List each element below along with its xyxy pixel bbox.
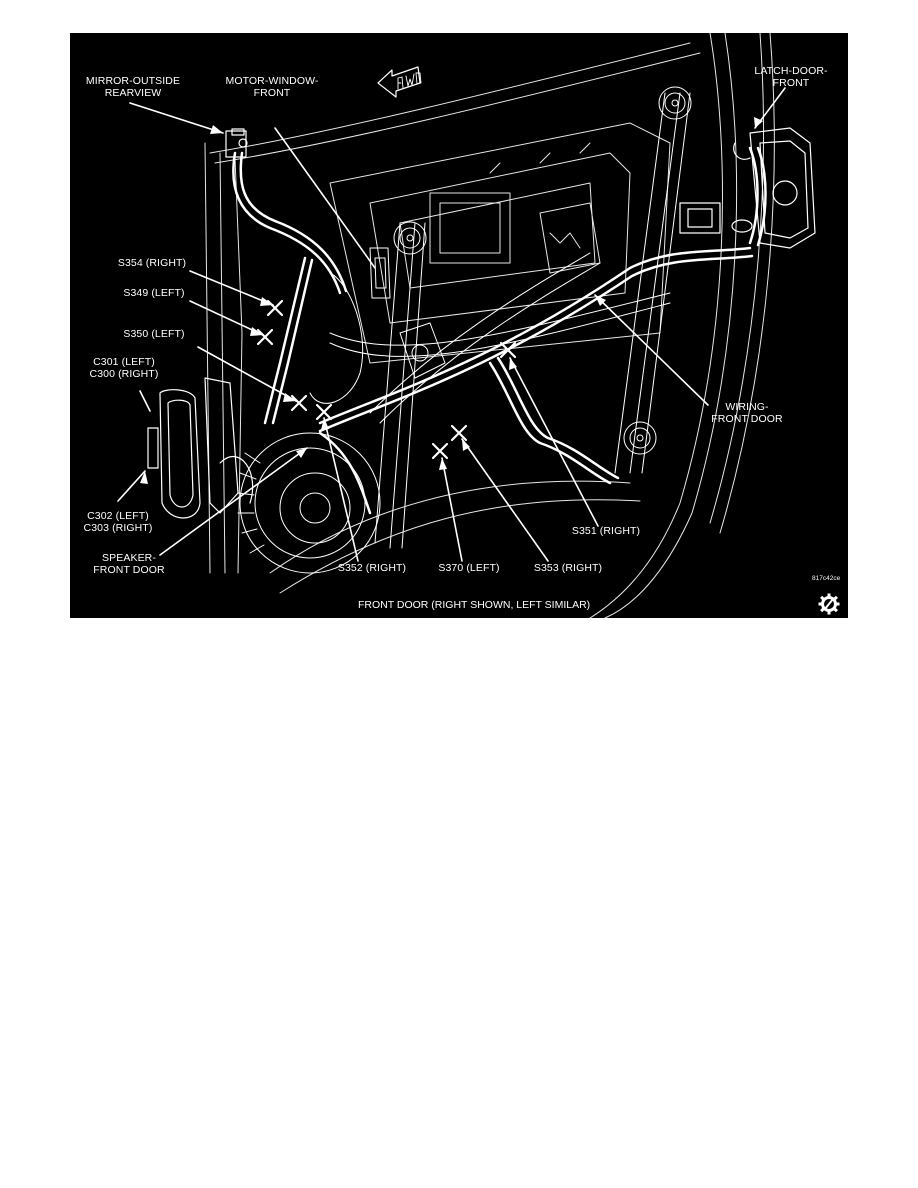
- label-line: C302 (LEFT): [87, 510, 149, 522]
- label-s353-right: S353 (RIGHT): [533, 562, 603, 574]
- figure-code: 817c42ce: [812, 575, 841, 582]
- label-line: WIRING-: [725, 401, 769, 413]
- label-s350-left: S350 (LEFT): [123, 328, 185, 340]
- label-s349-left: S349 (LEFT): [123, 287, 185, 299]
- label-mirror-outside-rearview: MIRROR-OUTSIDE REARVIEW: [78, 75, 188, 99]
- door-line-drawing: [117, 33, 816, 618]
- label-c302-c303: C302 (LEFT) C303 (RIGHT): [76, 510, 160, 534]
- label-motor-window-front: MOTOR-WINDOW- FRONT: [218, 75, 326, 99]
- label-line: C303 (RIGHT): [83, 522, 153, 534]
- label-c301-c300: C301 (LEFT) C300 (RIGHT): [84, 356, 164, 380]
- label-line: FRONT: [253, 87, 291, 99]
- label-line: C300 (RIGHT): [89, 368, 159, 380]
- label-line: FRONT DOOR: [93, 564, 165, 576]
- label-s352-right: S352 (RIGHT): [337, 562, 407, 574]
- label-s370-left: S370 (LEFT): [438, 562, 500, 574]
- label-line: C301 (LEFT): [93, 356, 155, 368]
- fwd-arrow-icon: [377, 66, 422, 98]
- gear-symbol-icon: [818, 593, 840, 615]
- label-line: MIRROR-OUTSIDE: [85, 75, 181, 87]
- label-line: FRONT DOOR: [711, 413, 783, 425]
- label-line: REARVIEW: [104, 87, 162, 99]
- label-line: MOTOR-WINDOW-: [225, 75, 319, 87]
- label-wiring-front-door: WIRING- FRONT DOOR: [702, 401, 792, 425]
- label-s351-right: S351 (RIGHT): [571, 525, 641, 537]
- front-door-wiring-diagram: MIRROR-OUTSIDE REARVIEW MOTOR-WINDOW- FR…: [70, 33, 848, 618]
- label-s354-right: S354 (RIGHT): [117, 257, 187, 269]
- figure-caption: FRONT DOOR (RIGHT SHOWN, LEFT SIMILAR): [358, 599, 591, 611]
- label-line: SPEAKER-: [102, 552, 156, 564]
- label-line: LATCH-DOOR-: [754, 65, 828, 77]
- label-latch-door-front: LATCH-DOOR- FRONT: [746, 65, 836, 89]
- label-speaker-front-door: SPEAKER- FRONT DOOR: [84, 552, 174, 576]
- label-line: FRONT: [772, 77, 810, 89]
